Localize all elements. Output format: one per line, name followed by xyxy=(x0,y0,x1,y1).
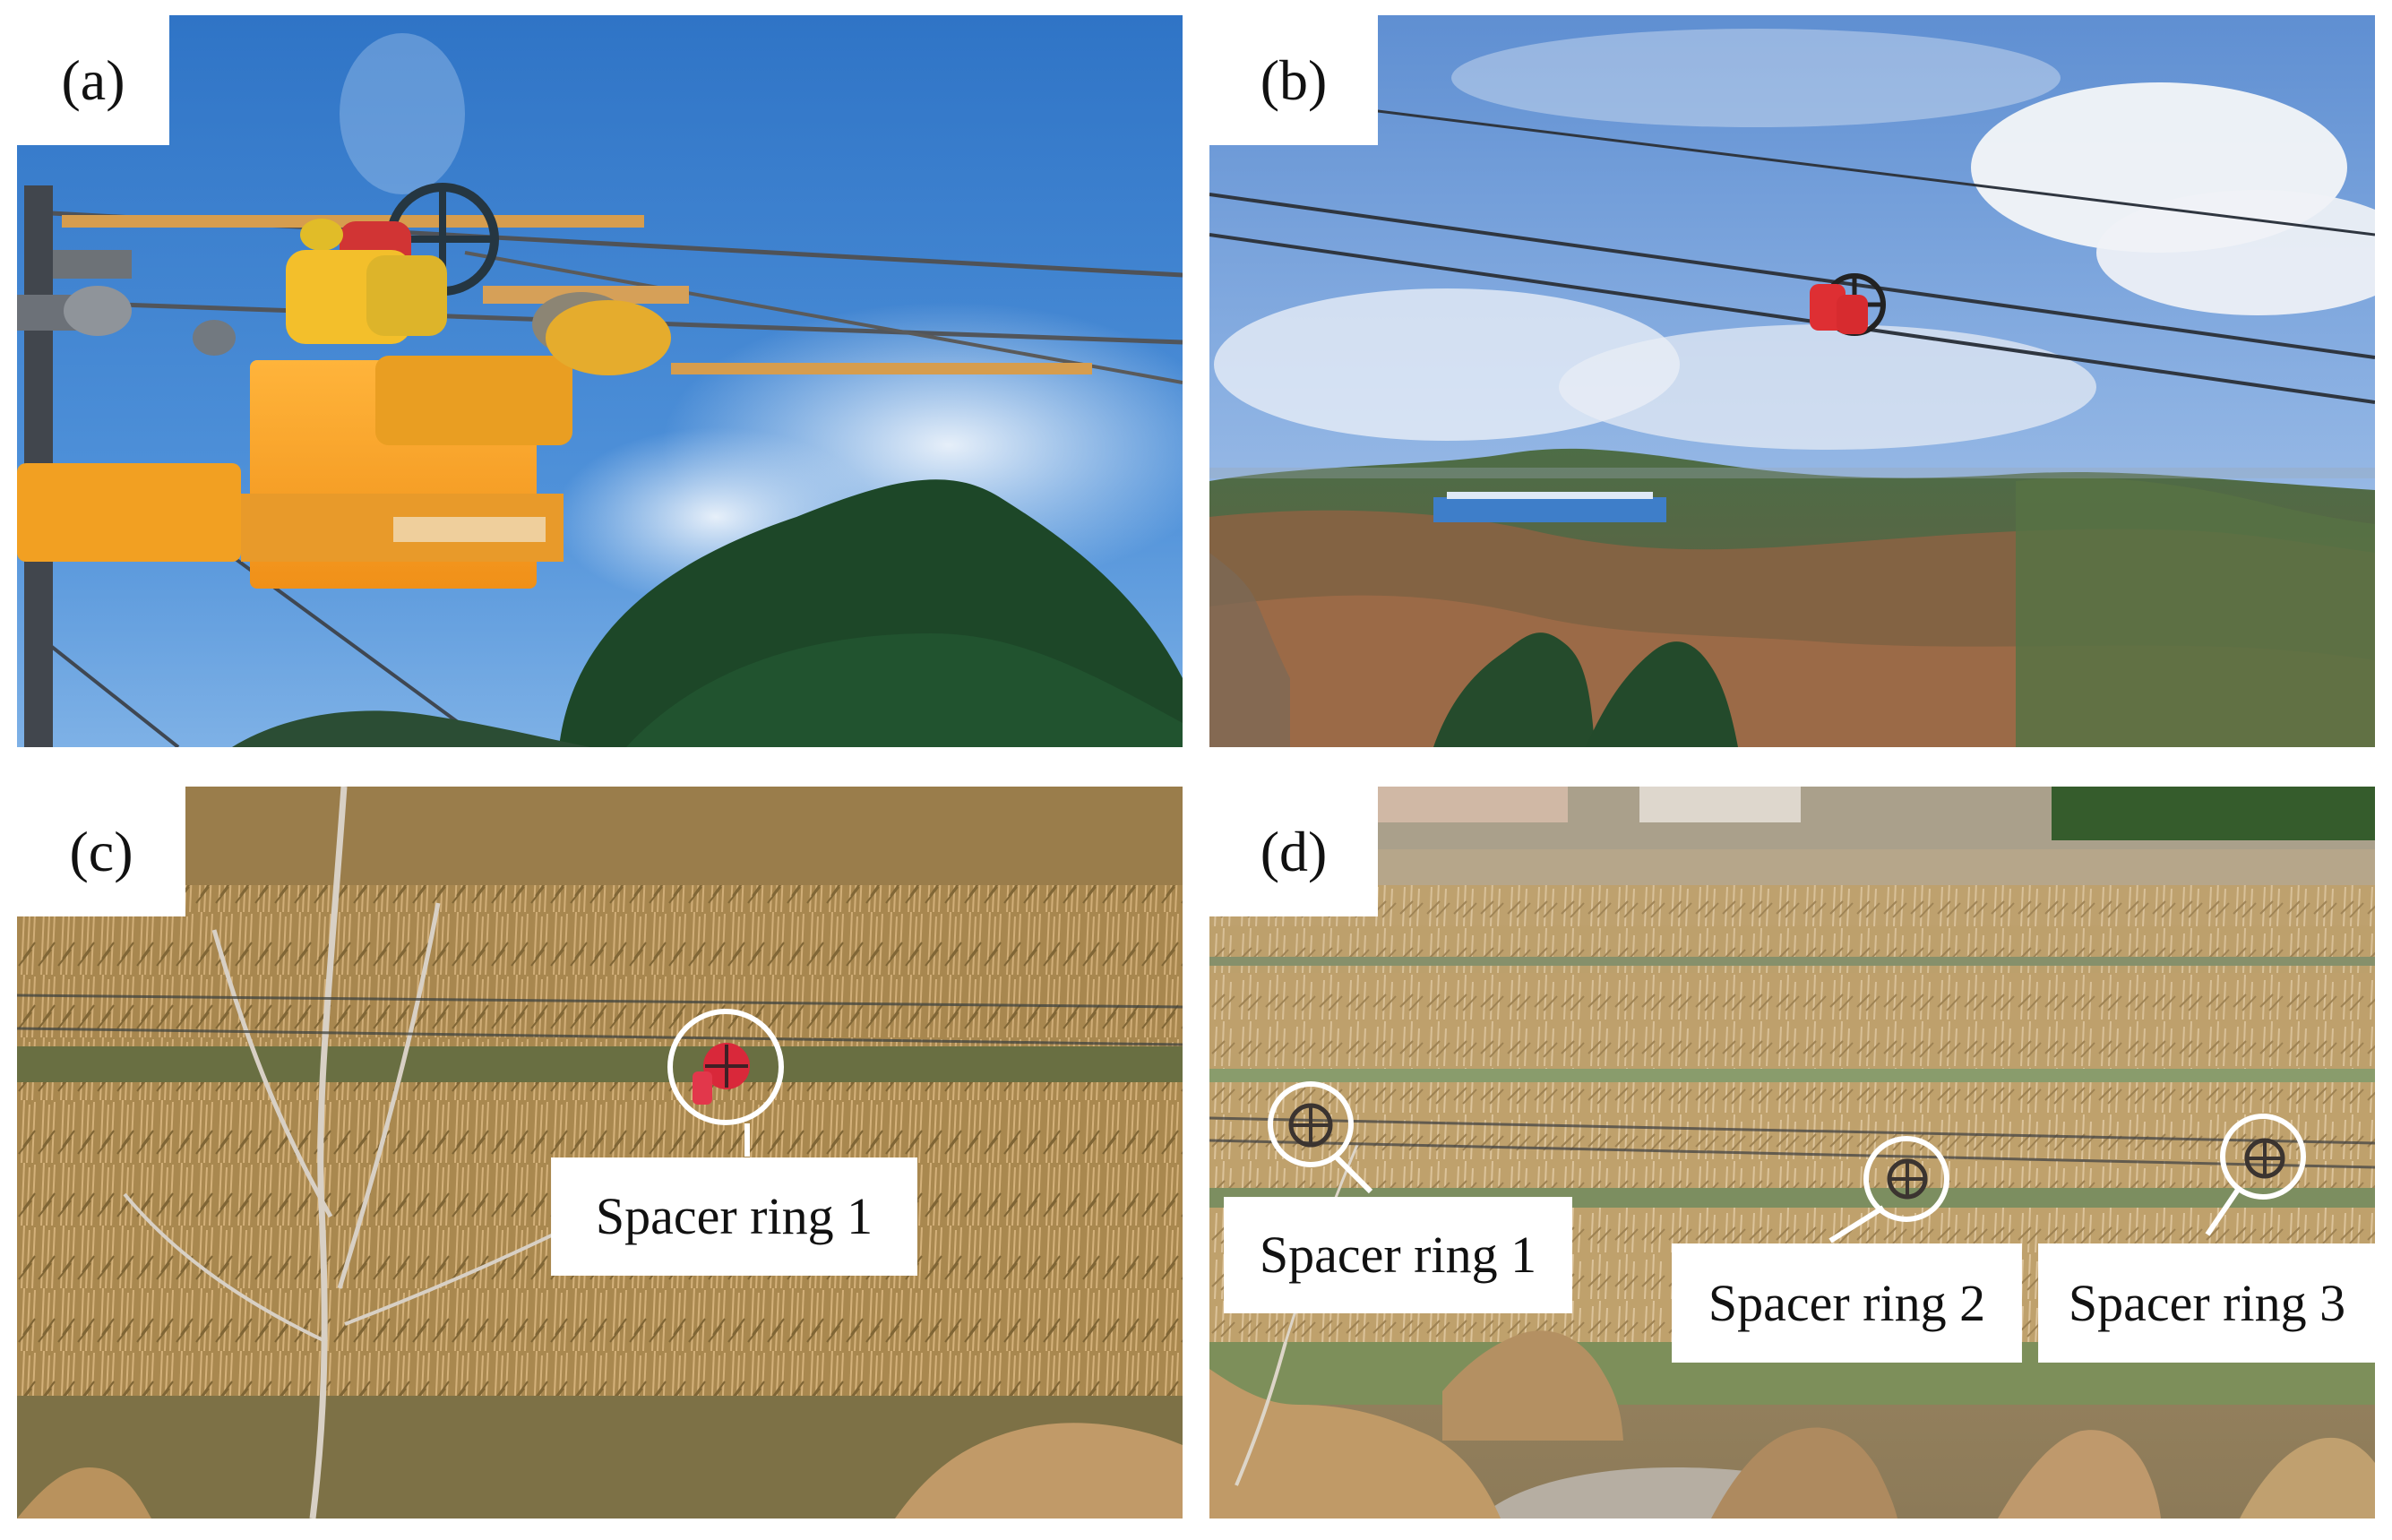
panel-a-photo xyxy=(17,15,1183,747)
panel-b: (b) xyxy=(1209,15,2375,747)
panel-d-photo xyxy=(1209,787,2375,1518)
panel-a: (a) xyxy=(17,15,1183,747)
panel-b-label: (b) xyxy=(1209,15,1378,145)
panel-d-callout-2: Spacer ring 2 xyxy=(1673,1244,2021,1362)
panel-c: (c) Spacer ring 1 xyxy=(17,787,1183,1518)
panel-b-photo xyxy=(1209,15,2375,747)
panel-c-callout-1: Spacer ring 1 xyxy=(552,1158,916,1275)
panel-d-callout-3: Spacer ring 3 xyxy=(2039,1244,2375,1362)
panel-d-callout-1: Spacer ring 1 xyxy=(1225,1198,1571,1312)
panel-d-label: (d) xyxy=(1209,787,1378,916)
panel-c-label: (c) xyxy=(17,787,185,916)
panel-c-photo xyxy=(17,787,1183,1518)
panel-a-label: (a) xyxy=(17,15,169,145)
panel-d: (d) Spacer ring 1 Spacer ring 2 Spacer r… xyxy=(1209,787,2375,1518)
